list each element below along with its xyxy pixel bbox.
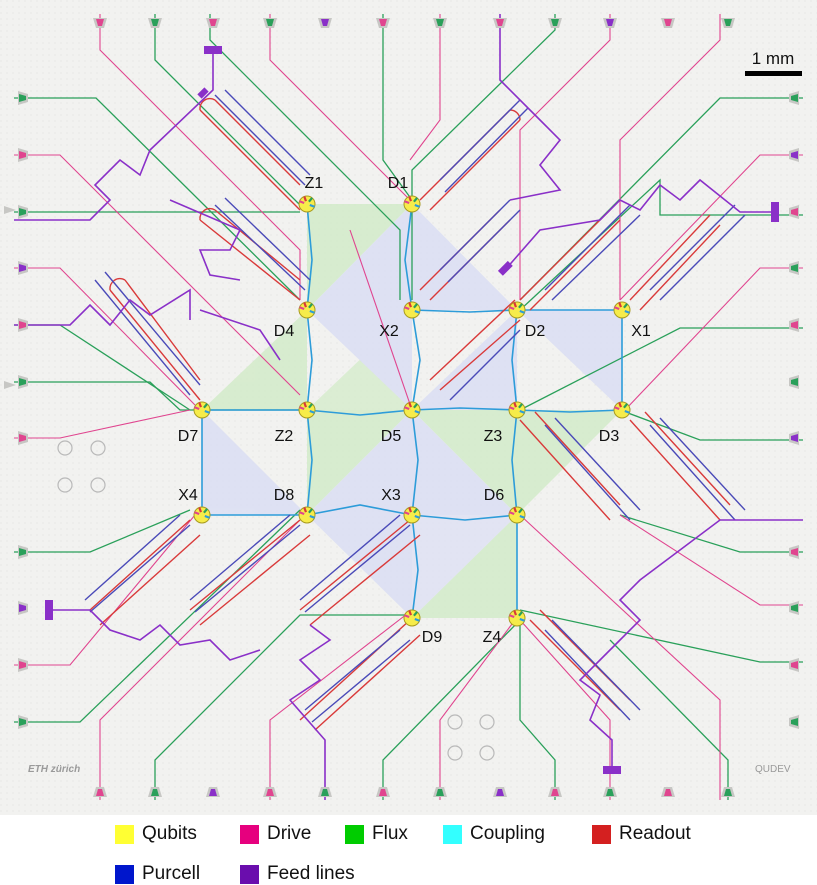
eth-logo: ETH zürich bbox=[28, 764, 80, 775]
legend-label: Purcell bbox=[142, 863, 201, 884]
feed-lines bbox=[14, 14, 803, 800]
qubit-d7 bbox=[193, 401, 211, 419]
qubit-label-z2: Z2 bbox=[275, 428, 294, 445]
legend-item-qubits: Qubits bbox=[115, 823, 197, 845]
qubit-label-d8: D8 bbox=[274, 487, 295, 504]
qubit-x2 bbox=[403, 301, 421, 319]
qubit-label-d2: D2 bbox=[525, 323, 546, 340]
feed-line-ports bbox=[45, 46, 779, 774]
qubit-label-d7: D7 bbox=[178, 428, 199, 445]
qubit-d6 bbox=[508, 506, 526, 524]
qubit-label-d4: D4 bbox=[274, 323, 295, 340]
legend-swatch bbox=[592, 824, 611, 844]
qubit-d8 bbox=[298, 506, 316, 524]
legend-swatch bbox=[240, 824, 259, 844]
qudev-logo: QUDEV bbox=[755, 764, 791, 775]
qubit-d3 bbox=[613, 401, 631, 419]
qubit-label-z3: Z3 bbox=[484, 428, 503, 445]
legend-item-drive: Drive bbox=[240, 823, 311, 845]
scale-bar: 1 mm bbox=[745, 49, 802, 76]
qubit-label-x1: X1 bbox=[631, 323, 651, 340]
legend-label: Coupling bbox=[470, 823, 545, 844]
qubit-label-x2: X2 bbox=[379, 323, 399, 340]
qubit-label-x4: X4 bbox=[178, 487, 198, 504]
qubit-d1 bbox=[403, 195, 421, 213]
legend-label: Feed lines bbox=[267, 863, 355, 884]
qubit-label-d5: D5 bbox=[381, 428, 402, 445]
legend-swatch bbox=[240, 864, 259, 884]
qubit-d4 bbox=[298, 301, 316, 319]
qubit-z3 bbox=[508, 401, 526, 419]
qubit-label-d9: D9 bbox=[422, 629, 443, 646]
legend-swatch bbox=[345, 824, 364, 844]
qubit-z2 bbox=[298, 401, 316, 419]
legend-item-readout: Readout bbox=[592, 823, 691, 845]
qubit-label-d3: D3 bbox=[599, 428, 620, 445]
coupling-lines bbox=[201, 203, 623, 619]
legend-swatch bbox=[115, 824, 134, 844]
qubit-layer bbox=[193, 195, 631, 627]
qubit-z1 bbox=[298, 195, 316, 213]
qubit-label-x3: X3 bbox=[381, 487, 401, 504]
qubit-x1 bbox=[613, 301, 631, 319]
qubit-label-d1: D1 bbox=[388, 175, 409, 192]
legend-item-flux: Flux bbox=[345, 823, 408, 845]
qubit-label-d6: D6 bbox=[484, 487, 505, 504]
legend-label: Drive bbox=[267, 823, 312, 844]
qubit-label-z4: Z4 bbox=[483, 629, 502, 646]
alignment-markers bbox=[57, 440, 495, 761]
legend-swatch bbox=[443, 824, 462, 844]
purcell-filters bbox=[84, 89, 746, 723]
legend-label: Qubits bbox=[142, 823, 197, 844]
scale-bar-label: 1 mm bbox=[752, 49, 795, 68]
qubit-x4 bbox=[193, 506, 211, 524]
qubit-d2 bbox=[508, 301, 526, 319]
legend-swatch bbox=[115, 864, 134, 884]
bond-pads bbox=[4, 18, 799, 797]
legend-item-purcell: Purcell bbox=[115, 863, 200, 885]
qubit-x3 bbox=[403, 506, 421, 524]
qubit-d5 bbox=[403, 401, 421, 419]
legend-label: Readout bbox=[619, 823, 691, 844]
legend-label: Flux bbox=[372, 823, 408, 844]
qubit-label-z1: Z1 bbox=[305, 175, 324, 192]
qubit-d9 bbox=[403, 609, 421, 627]
drive-lines bbox=[14, 14, 803, 800]
qubit-z4 bbox=[508, 609, 526, 627]
legend-item-coupling: Coupling bbox=[443, 823, 545, 845]
legend-item-feed-lines: Feed lines bbox=[240, 863, 355, 885]
